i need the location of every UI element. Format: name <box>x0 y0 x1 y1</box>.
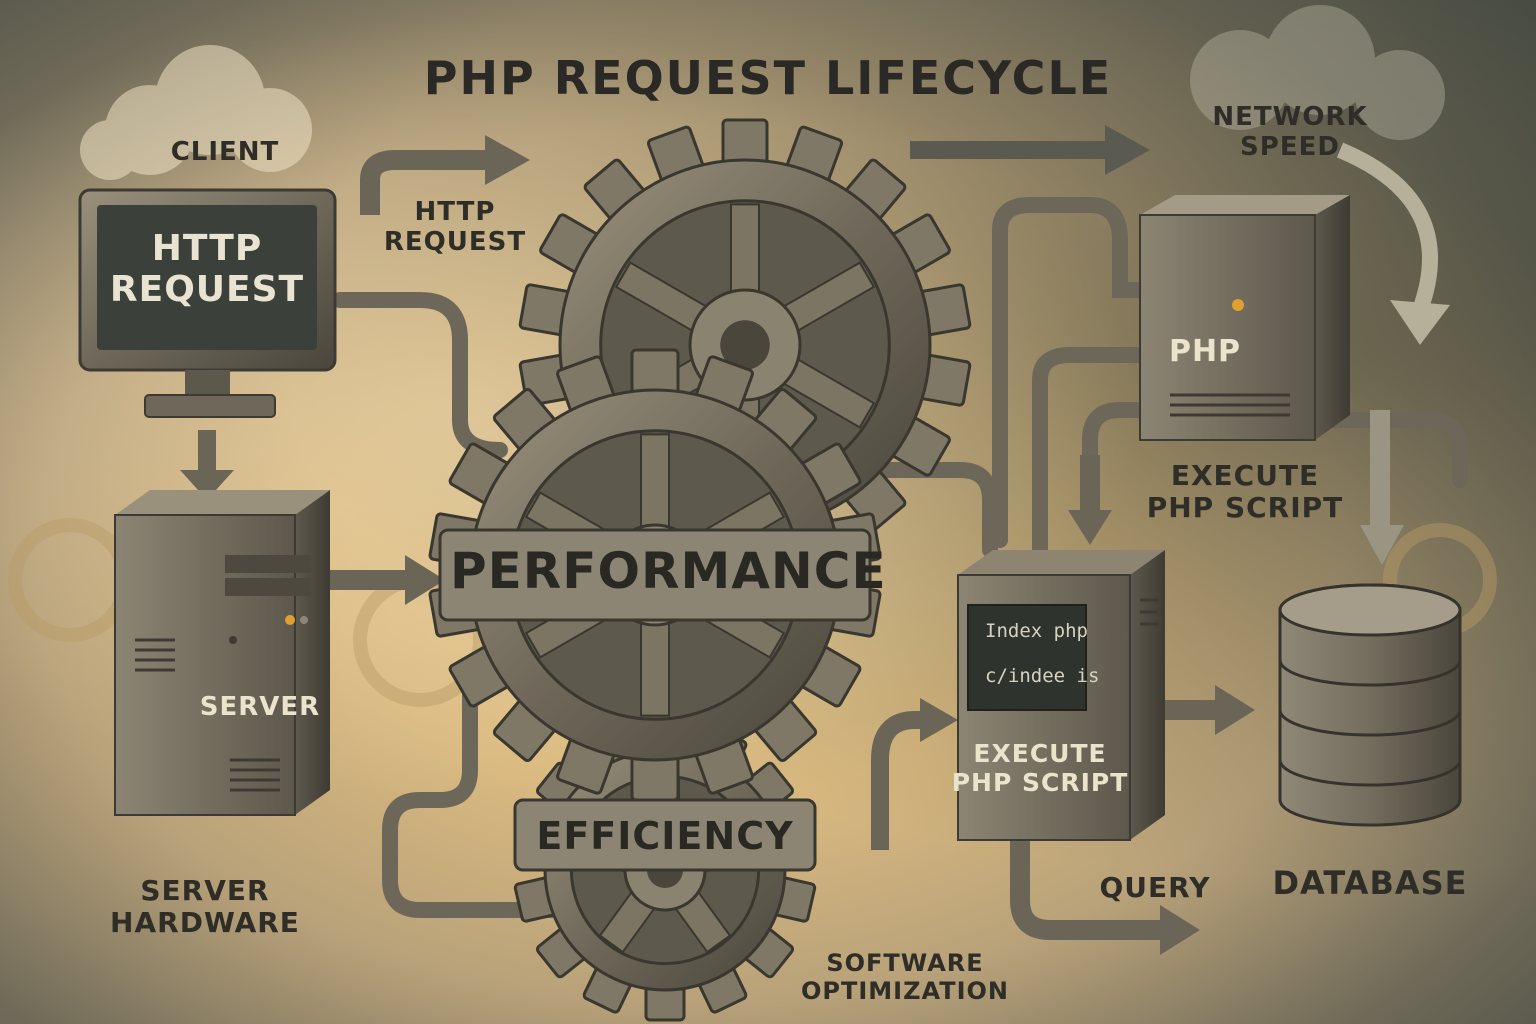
arrow-client-to-server <box>180 430 234 500</box>
client-screen-line-1: HTTP <box>151 228 263 269</box>
software-optimization-line-1: SOFTWARE <box>826 949 984 977</box>
efficiency-plate-label: EFFICIENCY <box>536 814 794 858</box>
cloud-left-decoration <box>80 45 312 180</box>
code-line-2: c/indee is <box>985 665 1100 687</box>
script-execute-line-2: PHP SCRIPT <box>951 767 1129 797</box>
server-hardware-caption: SERVER HARDWARE <box>95 874 315 940</box>
arrow-network-speed <box>1336 142 1450 345</box>
php-execute-caption: EXECUTE PHP SCRIPT <box>1145 459 1345 525</box>
arrow-to-php-script <box>1068 455 1112 545</box>
arrow-script-to-db <box>1160 685 1255 735</box>
software-optimization-label: SOFTWARE OPTIMIZATION <box>800 949 1010 1005</box>
page-title: PHP REQUEST LIFECYCLE <box>423 51 1113 105</box>
php-execute-line-1: EXECUTE <box>1170 459 1320 492</box>
network-speed-label: NETWORK SPEED <box>1195 102 1385 163</box>
script-server-icon <box>957 550 1165 841</box>
gear-performance <box>428 348 882 802</box>
arrow-to-database <box>1360 410 1404 565</box>
client-label: CLIENT <box>170 137 280 167</box>
software-optimization-line-2: OPTIMIZATION <box>800 976 1009 1005</box>
server-tower-icon <box>114 490 330 816</box>
arrows <box>180 125 1450 955</box>
client-monitor-icon <box>78 188 337 418</box>
network-speed-line-2: SPEED <box>1240 131 1340 162</box>
http-request-line-1: HTTP <box>414 197 496 227</box>
arrow-network <box>910 125 1150 175</box>
network-speed-line-1: NETWORK <box>1212 102 1368 132</box>
server-hardware-line-1: SERVER <box>140 874 270 907</box>
script-execute-label: EXECUTE PHP SCRIPT <box>950 739 1130 798</box>
arrow-http-request <box>360 135 530 215</box>
gear-efficiency <box>513 718 817 1022</box>
http-request-label: HTTP REQUEST <box>380 197 530 258</box>
code-line-1: Index php <box>985 620 1088 642</box>
client-screen-text: HTTP REQUEST <box>97 228 317 311</box>
arrow-query <box>1010 840 1200 955</box>
arrow-software-optimization <box>871 698 958 850</box>
php-label: PHP <box>1168 334 1242 369</box>
php-server-icon <box>1139 195 1350 441</box>
arrow-server-to-performance <box>330 555 445 605</box>
php-execute-line-2: PHP SCRIPT <box>1146 491 1344 525</box>
query-label: QUERY <box>1099 871 1211 904</box>
database-icon <box>1278 583 1462 827</box>
server-hardware-line-2: HARDWARE <box>110 906 300 940</box>
script-execute-line-1: EXECUTE <box>973 739 1107 768</box>
pipes <box>332 197 1468 918</box>
cloud-right-decoration <box>1190 5 1445 140</box>
database-label: DATABASE <box>1272 864 1468 902</box>
client-screen-line-2: REQUEST <box>109 269 305 311</box>
server-label: SERVER <box>199 692 321 722</box>
http-request-line-2: REQUEST <box>383 226 527 257</box>
performance-plate-label: PERFORMANCE <box>450 542 887 600</box>
